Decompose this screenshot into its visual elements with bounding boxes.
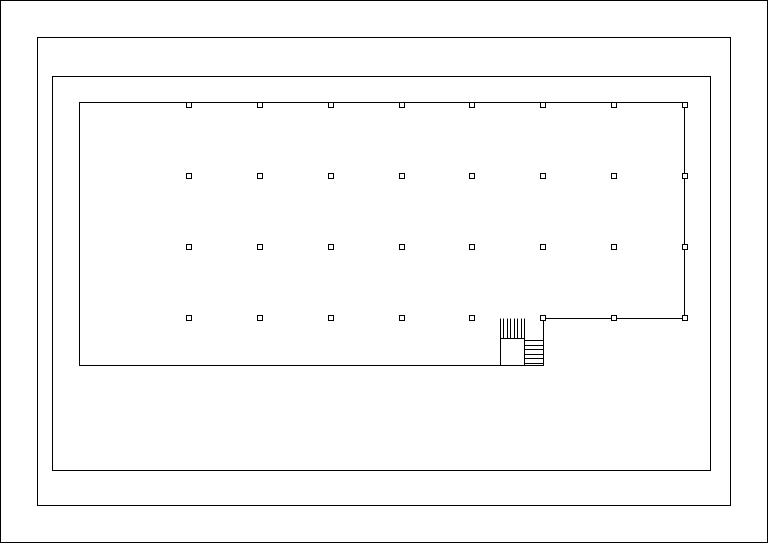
- column-marker: [186, 244, 192, 250]
- column-marker: [257, 102, 263, 108]
- column-marker: [399, 102, 405, 108]
- stair-enclosure: [500, 318, 544, 366]
- column-marker: [469, 315, 475, 321]
- column-marker: [682, 173, 688, 179]
- column-marker: [328, 173, 334, 179]
- column-marker: [682, 244, 688, 250]
- column-marker: [611, 244, 617, 250]
- column-marker: [328, 244, 334, 250]
- column-marker: [328, 102, 334, 108]
- column-marker: [399, 315, 405, 321]
- column-marker: [257, 244, 263, 250]
- column-marker: [540, 173, 546, 179]
- column-marker: [469, 244, 475, 250]
- column-marker: [611, 315, 617, 321]
- column-marker: [469, 173, 475, 179]
- column-marker: [399, 173, 405, 179]
- column-marker: [611, 173, 617, 179]
- column-marker: [611, 102, 617, 108]
- column-marker: [257, 173, 263, 179]
- column-marker: [469, 102, 475, 108]
- outer-frame: [37, 37, 731, 506]
- column-marker: [186, 173, 192, 179]
- column-marker: [682, 315, 688, 321]
- column-marker: [540, 315, 546, 321]
- column-marker: [540, 244, 546, 250]
- inner-frame: [52, 76, 711, 471]
- column-marker: [682, 102, 688, 108]
- column-grid: [186, 102, 688, 321]
- column-marker: [186, 102, 192, 108]
- column-marker: [257, 315, 263, 321]
- building-outline: [79, 102, 685, 366]
- stair-treads: [503, 318, 544, 364]
- column-marker: [186, 315, 192, 321]
- column-marker: [399, 244, 405, 250]
- column-marker: [328, 315, 334, 321]
- column-marker: [540, 102, 546, 108]
